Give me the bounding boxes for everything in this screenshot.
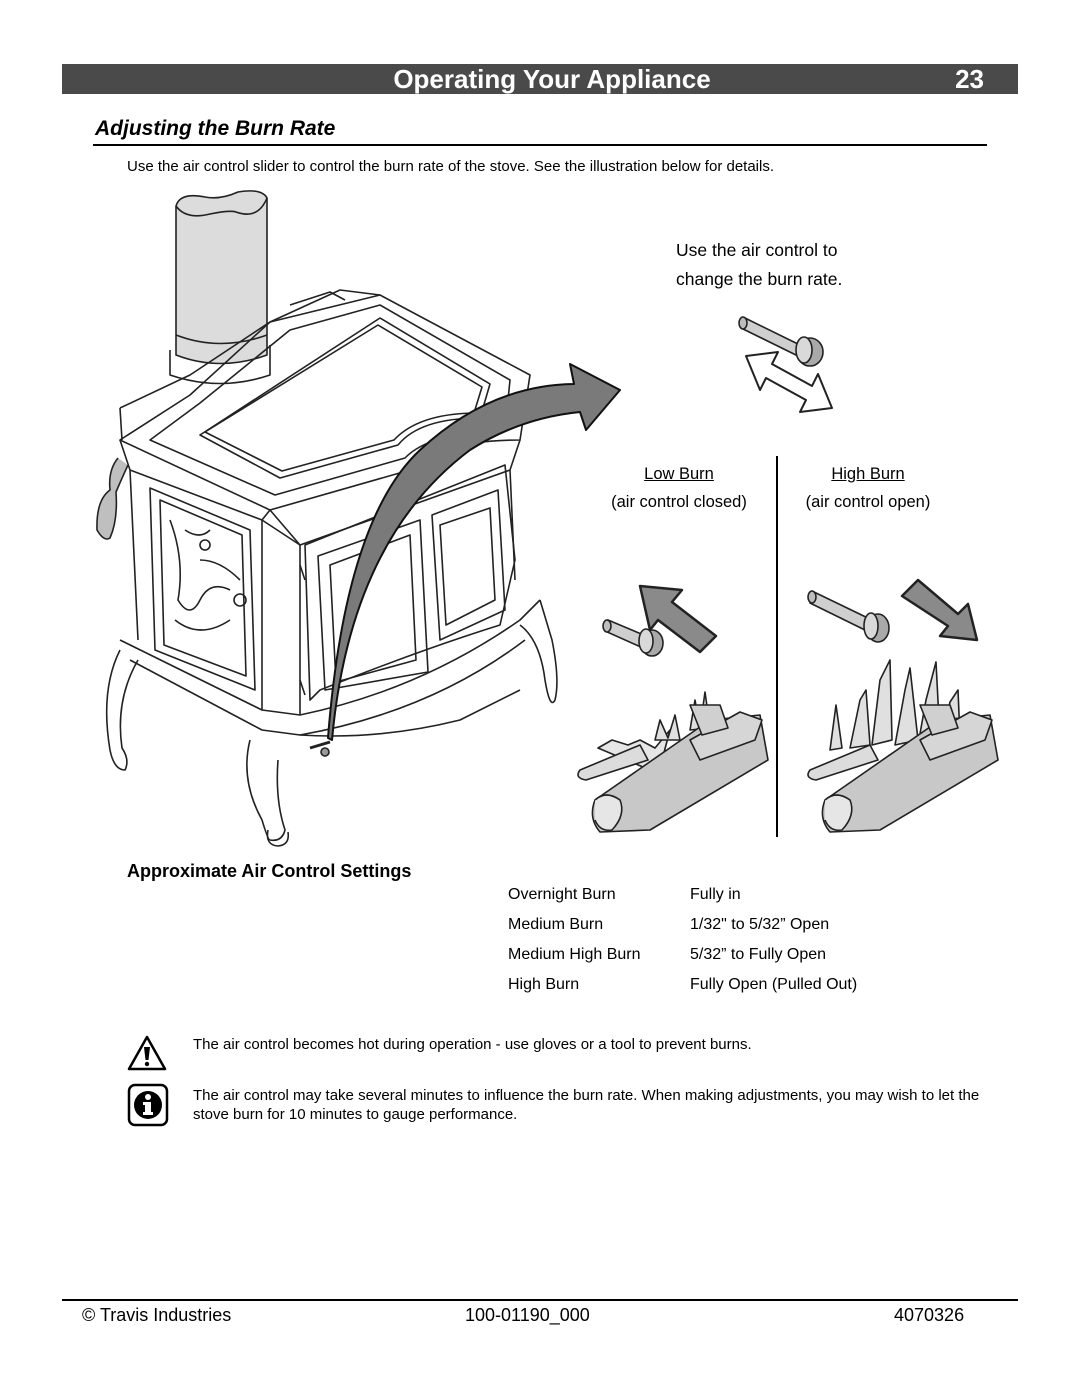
info-note: The air control may take several minutes…	[193, 1087, 980, 1123]
burn-setting: 1/32" to 5/32” Open	[690, 916, 830, 933]
low-burn-label: Low Burn (air control closed)	[598, 460, 760, 516]
burn-setting: Fully in	[690, 886, 741, 903]
burn-setting: Fully Open (Pulled Out)	[690, 976, 858, 993]
section-rule	[93, 144, 987, 146]
low-burn-knob	[602, 619, 664, 657]
burn-rate-arrow	[327, 363, 621, 741]
page-number: 23	[955, 64, 984, 94]
burn-type: Overnight Burn	[508, 886, 616, 903]
header-bar: Operating Your Appliance 23	[62, 64, 1018, 94]
intro-text: Use the air control slider to control th…	[127, 158, 775, 175]
table-row: High Burn Fully Open (Pulled Out)	[504, 970, 857, 1000]
low-burn-title: Low Burn	[644, 465, 714, 483]
low-burn-arrow	[638, 584, 718, 654]
high-burn-title: High Burn	[831, 465, 905, 483]
footer-copyright: © Travis Industries	[82, 1305, 232, 1325]
high-burn-knob	[807, 590, 890, 643]
burn-setting: 5/32” to Fully Open	[690, 946, 827, 963]
high-burn-label: High Burn (air control open)	[791, 460, 945, 516]
low-burn-subtitle: (air control closed)	[611, 493, 747, 511]
info-icon	[127, 1083, 169, 1127]
burn-type: High Burn	[508, 976, 580, 993]
callout-text: Use the air control to change the burn r…	[676, 236, 842, 294]
warning-icon	[127, 1035, 167, 1071]
callout-line-2: change the burn rate.	[676, 269, 843, 289]
burn-divider	[776, 456, 778, 837]
high-burn-arrow	[900, 578, 979, 642]
table-row: Overnight Burn Fully in	[504, 880, 857, 910]
header-title: Operating Your Appliance	[393, 64, 711, 94]
warning-note: The air control becomes hot during opera…	[193, 1036, 752, 1053]
high-burn-logs	[807, 659, 999, 833]
table-row: Medium Burn 1/32" to 5/32” Open	[504, 910, 857, 940]
settings-table: Overnight Burn Fully in Medium Burn 1/32…	[504, 880, 857, 1000]
burn-type: Medium High Burn	[508, 946, 641, 963]
section-title: Adjusting the Burn Rate	[95, 117, 336, 140]
footer-rule	[62, 1299, 1018, 1301]
low-burn-logs	[577, 691, 769, 833]
footer-revision: 4070326	[894, 1305, 965, 1325]
settings-title: Approximate Air Control Settings	[127, 861, 412, 881]
footer-document-number: 100-01190_000	[465, 1305, 590, 1325]
burn-type: Medium Burn	[508, 916, 604, 933]
high-burn-subtitle: (air control open)	[805, 493, 931, 511]
callout-line-1: Use the air control to	[676, 240, 838, 260]
table-row: Medium High Burn 5/32” to Fully Open	[504, 940, 857, 970]
